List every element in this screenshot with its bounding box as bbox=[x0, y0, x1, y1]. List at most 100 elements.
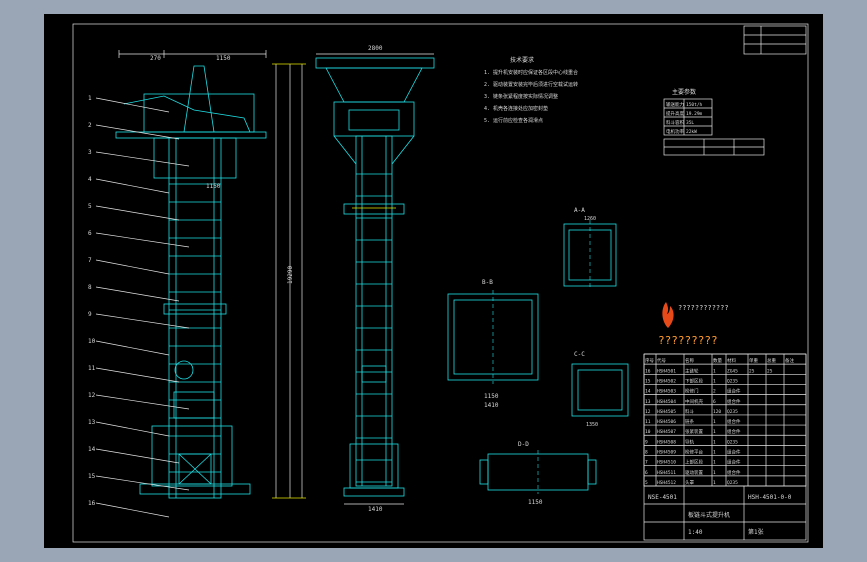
dim-box: 1350 bbox=[586, 422, 598, 428]
bom-cell: 链条 bbox=[685, 418, 694, 425]
bom-cell: 头罩 bbox=[685, 479, 694, 486]
dim-section-w: 1150 bbox=[484, 393, 499, 400]
revision-block bbox=[743, 25, 807, 55]
bom-header-cell: 序号 bbox=[645, 357, 654, 364]
dim-side-bottom: 1410 bbox=[368, 506, 383, 513]
bom-cell: HSH4509 bbox=[657, 450, 676, 456]
bom-cell: 11 bbox=[645, 419, 651, 425]
bom-header-cell: 材料 bbox=[727, 357, 736, 364]
spec-key: 电机功率 bbox=[666, 128, 684, 135]
bom-cell: 7 bbox=[645, 460, 648, 466]
bom-cell: 检修门 bbox=[685, 388, 699, 395]
balloon-label: 3 bbox=[88, 149, 92, 156]
spec-key: 输送能力 bbox=[666, 101, 684, 108]
bom-cell: 25 bbox=[749, 368, 755, 374]
placeholder-caption: ????????? bbox=[658, 334, 718, 347]
bom-cell: 13 bbox=[645, 399, 651, 405]
title-drawing-no: HSH-4501-0-0 bbox=[748, 494, 792, 501]
balloon-label: 7 bbox=[88, 257, 92, 264]
title-sheet: 第1张 bbox=[748, 528, 764, 536]
bom-cell: HSH4502 bbox=[657, 378, 676, 384]
bom-cell: 1 bbox=[713, 368, 716, 374]
note-line: 4. 机壳各连接处应加密封垫 bbox=[484, 105, 548, 112]
balloon-label: 16 bbox=[88, 500, 96, 507]
bom-cell: 6 bbox=[713, 399, 716, 405]
spec-key: 料斗容积 bbox=[666, 119, 684, 126]
bom-cell: HSH4507 bbox=[657, 429, 676, 435]
column-rungs bbox=[169, 183, 221, 473]
bom-cell: 张紧装置 bbox=[685, 428, 703, 435]
bom-cell: 导轨 bbox=[685, 438, 694, 445]
spec-value: 150t/h bbox=[686, 102, 703, 108]
balloon-label: 6 bbox=[88, 230, 92, 237]
elevation-front-view: 270 1150 19290 1150 12345678910111213141… bbox=[88, 50, 306, 518]
bom-header-cell: 总重 bbox=[767, 357, 776, 364]
balloon-label: 10 bbox=[88, 338, 96, 345]
bom-cell: Q235 bbox=[727, 480, 738, 486]
bom-cell: HSH4510 bbox=[657, 460, 676, 466]
bom-cell: 驱动装置 bbox=[685, 469, 703, 476]
bom-cell: Q235 bbox=[727, 378, 738, 384]
balloon-label: 14 bbox=[88, 446, 96, 453]
bom-cell: Q235 bbox=[727, 409, 738, 415]
balloon-label: 15 bbox=[88, 473, 96, 480]
bom-cell: 组合件 bbox=[727, 469, 741, 476]
note-line: 5. 运行前应检查各润滑点 bbox=[484, 117, 543, 124]
bom-cell: 组合件 bbox=[727, 418, 741, 425]
bom-cell: 检修平台 bbox=[685, 449, 703, 456]
side-rungs bbox=[356, 173, 392, 483]
bom-cell: 料斗 bbox=[685, 408, 694, 415]
bom-cell: 组合件 bbox=[727, 449, 741, 456]
spec-title: 主要参数 bbox=[672, 88, 696, 96]
bom-cell: HSH4508 bbox=[657, 439, 676, 445]
bom-header-cell: 数量 bbox=[713, 357, 722, 364]
dim-bottom: 1150 bbox=[528, 499, 543, 506]
bom-cell: HSH4512 bbox=[657, 480, 676, 486]
spec-key: 提升高度 bbox=[666, 110, 684, 117]
bom-cell: 组合件 bbox=[727, 428, 741, 435]
bom-cell: 14 bbox=[645, 389, 651, 395]
balloon-label: 1 bbox=[88, 95, 92, 102]
bom-cell: 1 bbox=[713, 470, 716, 476]
balloon-label: 8 bbox=[88, 284, 92, 291]
bom-cell: HSH4511 bbox=[657, 470, 676, 476]
bom-cell: 中间机壳 bbox=[685, 398, 703, 405]
drawing-border bbox=[72, 23, 809, 543]
section-c-label: C-C bbox=[574, 351, 585, 358]
balloon-label: 5 bbox=[88, 203, 92, 210]
spec-value: 35L bbox=[686, 120, 694, 126]
bom-cell: HSH4506 bbox=[657, 419, 676, 425]
bom-header-cell: 备注 bbox=[785, 357, 794, 364]
note-line: 2. 驱动装置安装完毕后须进行空载试运转 bbox=[484, 81, 578, 88]
bom-cell: 6 bbox=[645, 470, 648, 476]
brand-logo: ???????????? bbox=[662, 302, 729, 328]
bom-cell: 1 bbox=[713, 378, 716, 384]
balloon-label: 9 bbox=[88, 311, 92, 318]
notes-title: 技术要求 bbox=[510, 56, 534, 64]
bom-cell: 组合件 bbox=[727, 398, 741, 405]
bom-cell: 1 bbox=[713, 480, 716, 486]
bom-cell: 1 bbox=[713, 429, 716, 435]
logo-caption: ???????????? bbox=[678, 304, 729, 312]
dim-height-total: 19290 bbox=[287, 266, 294, 284]
bom-cell: ZG45 bbox=[727, 368, 738, 374]
bom-cell: 1 bbox=[713, 439, 716, 445]
bom-cell: Q235 bbox=[727, 439, 738, 445]
spec-value: 19.29m bbox=[686, 111, 703, 117]
balloon-label: 11 bbox=[88, 365, 96, 372]
balloon-label: 12 bbox=[88, 392, 96, 399]
dim-section-h: 1410 bbox=[484, 402, 499, 409]
balloon-label: 13 bbox=[88, 419, 96, 426]
bom-header-cell: 单重 bbox=[749, 357, 758, 364]
section-b-label: B-B bbox=[482, 279, 493, 286]
spec-value: 22kW bbox=[686, 129, 697, 135]
bom-cell: 上部区段 bbox=[685, 459, 703, 466]
bom-cell: 下部区段 bbox=[685, 377, 703, 384]
